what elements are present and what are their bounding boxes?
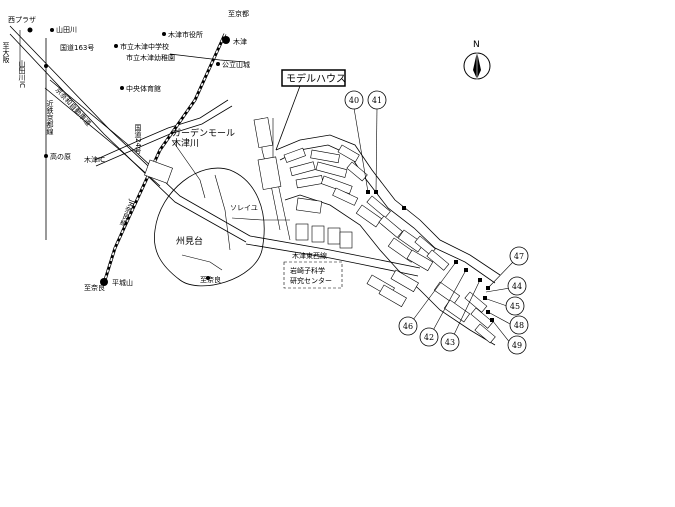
north-road [169,53,246,63]
label-takanohara: 高の原 [50,152,71,161]
gym-dot-icon [120,86,124,90]
yamadagawa-dot-icon [50,28,54,32]
label-kizu-jhs: 市立木津中学校 [120,42,169,51]
route-24 [94,99,229,161]
label-hirajoyama: 平城山 [112,278,133,287]
label-chuo-gym: 中央体育館 [126,84,161,93]
jr-rail [103,33,227,281]
for-nara-dot-icon [206,276,210,280]
takanohara-dot-icon [44,154,48,158]
hirajoyama-station-icon [100,278,108,286]
label-kizu-kindergarten: 市立木津幼稚園 [126,53,175,62]
marker-43-number: 43 [445,338,455,347]
marker-40-number: 40 [349,96,359,105]
marker-49: 49 [507,335,527,355]
label-shumidai: 州見台 [176,235,203,247]
district-outer-north [275,134,501,276]
label-nishiplaza: 西プラザ [8,16,36,24]
label-to-osaka: 至大阪 [2,42,10,64]
label-yamadagawa-station: 山田川 [56,25,77,34]
marker-47: 47 [509,246,529,266]
marker-49-number: 49 [512,341,522,350]
marker-48-number: 48 [514,321,524,330]
marker-42-number: 42 [424,333,434,342]
label-jr-nara-line: JR奈良線 [119,198,136,228]
marker-leaders [353,107,514,345]
marker-48: 48 [509,315,529,335]
label-yamadagawa-ic: 山田川IC [18,59,26,88]
city-jhs-dot-icon [114,44,118,48]
north-arrow-icon [463,52,491,80]
label-koritsu-yamashiro: 公立山城 [222,60,250,69]
soreiyu-road [231,217,290,221]
model-house-pointer [275,85,301,151]
marker-45-number: 45 [510,302,520,311]
label-for-nara: 至奈良 [200,275,221,284]
model-house-label: モデルハウス [286,72,346,85]
marker-44-number: 44 [512,282,522,291]
label-kizu-higashi: 木津東西線 [292,251,327,260]
model-house-box [281,69,346,87]
shumidai-road [181,254,223,271]
kizu-station-icon [222,36,230,44]
mall-road [171,139,206,199]
marker-46: 46 [398,316,418,336]
nishiplaza-dot-icon [27,27,33,33]
kizu-ew-road-edge [245,243,419,277]
marker-43: 43 [440,332,460,352]
marker-47-number: 47 [514,252,524,261]
label-iwasaki-lab: 岩崎子科学 [290,266,325,275]
marker-45: 45 [505,296,525,316]
marker-42: 42 [419,327,439,347]
label-kizu-ic: 木津IC [84,155,105,164]
marker-dots [366,190,494,322]
label-route24: 国道24号 [134,124,142,155]
label-for-kyoto: 至京都 [228,9,249,18]
north-label: N [473,40,480,50]
marker-41: 41 [367,90,387,110]
marker-41-number: 41 [372,96,382,105]
yamadagawa-ic-dot-icon [44,64,48,68]
shumidai-loop [153,167,265,287]
marker-40: 40 [344,90,364,110]
yamashiro-dot-icon [216,62,220,66]
kizu-ew-road [249,235,421,269]
route-163 [9,25,251,237]
district-south [284,194,496,346]
city-hall-dot-icon [162,32,166,36]
label-kintetsu-line: 近鉄京都線 [46,99,54,135]
label-soreiyu: ソレイユ [230,204,258,212]
label-iwasaki-lab-2: 研究センター [290,276,332,285]
label-garden-mall-2: 木津川 [172,137,199,149]
marker-44: 44 [507,276,527,296]
marker-46-number: 46 [403,322,413,331]
label-for-nara-2: 至奈良 [84,283,105,292]
label-kizu: 木津 [233,37,247,46]
label-garden-mall: ガーデンモール [172,127,235,139]
label-route163: 国道163号 [60,43,94,52]
residential-area [144,117,501,346]
iwasaki-lab-area [283,261,343,289]
label-kizu-city-hall: 木津市役所 [168,30,203,39]
shumidai-inner [214,174,231,251]
